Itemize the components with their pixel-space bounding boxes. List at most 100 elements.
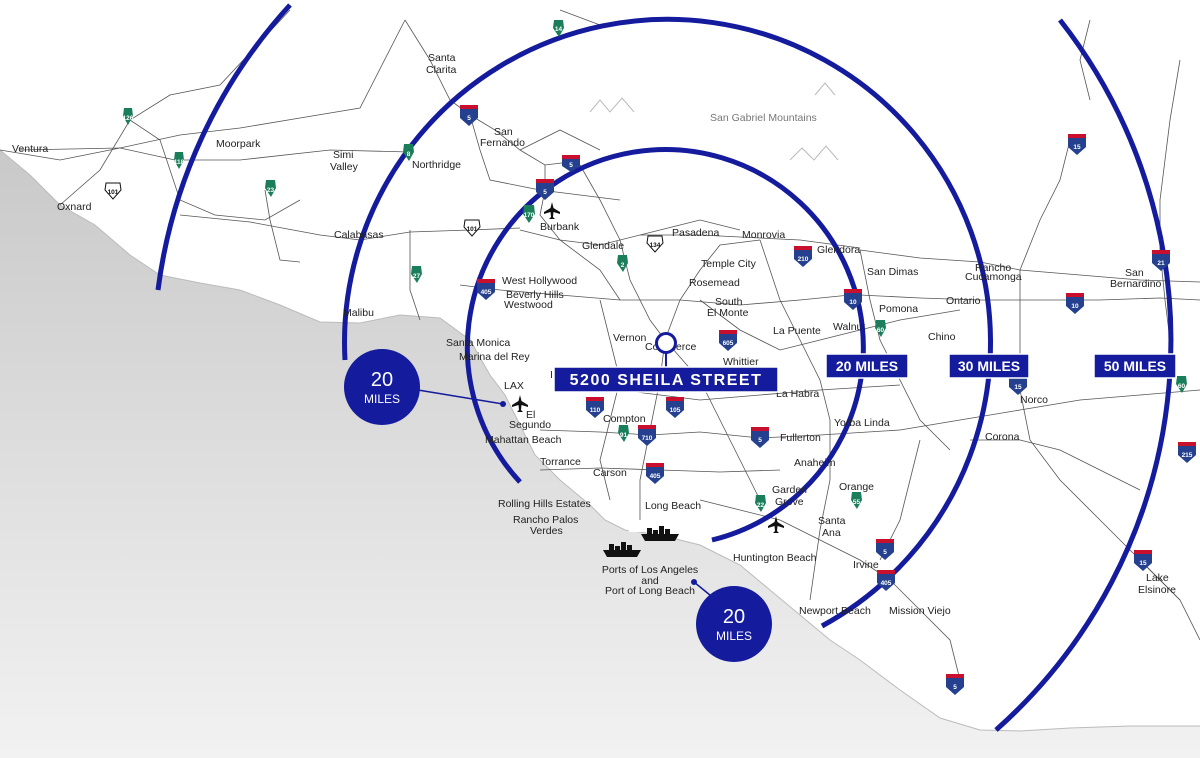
ship-icon [641, 526, 679, 541]
us-101-shield-south: 101 [463, 219, 481, 237]
ring-20-miles [464, 147, 866, 543]
city-label: Compton [603, 413, 646, 425]
svg-text:60: 60 [1178, 383, 1186, 390]
i10-shield-west: 10 [844, 289, 862, 310]
city-label: Segundo [509, 419, 551, 431]
route-118-shield: 118 [174, 152, 185, 169]
city-label: Beverly Hills [506, 289, 564, 301]
svg-text:10: 10 [849, 299, 857, 306]
city-label: Cucamonga [965, 271, 1022, 283]
city-label: Northridge [412, 159, 461, 171]
mountain-range-label: San Gabriel Mountains [710, 112, 817, 124]
svg-text:210: 210 [798, 256, 809, 263]
city-label: Clarita [426, 64, 457, 76]
us-route-shields: 101 101 134 [104, 182, 664, 253]
city-label: Valley [330, 161, 359, 173]
city-label: Malibu [343, 307, 374, 319]
city-label: Verdes [530, 525, 563, 537]
airplane-icon [544, 202, 560, 219]
svg-text:101: 101 [108, 189, 119, 196]
svg-text:14: 14 [555, 26, 563, 33]
svg-text:60: 60 [877, 327, 885, 334]
svg-text:2: 2 [621, 262, 625, 269]
ports-distance-callout: 20 MILES [696, 586, 772, 662]
svg-text:134: 134 [650, 242, 661, 249]
route-14-shield: 14 [553, 20, 564, 37]
svg-text:MILES: MILES [364, 392, 400, 406]
city-label: Mahattan Beach [485, 434, 562, 446]
i405-shield-carson: 405 [646, 463, 664, 484]
svg-text:20 MILES: 20 MILES [836, 358, 898, 374]
city-label: Port of Long Beach [605, 585, 695, 597]
city-label: Huntington Beach [733, 552, 817, 564]
city-label: Grove [775, 496, 804, 508]
svg-text:91: 91 [620, 432, 628, 439]
us-101-shield: 101 [104, 182, 122, 200]
svg-text:22: 22 [757, 502, 765, 509]
i5-shield-north: 5 [460, 105, 478, 126]
city-label: San [494, 126, 513, 138]
airplane-icon [512, 395, 528, 412]
svg-text:405: 405 [650, 473, 661, 480]
city-label: Ports of Los Angeles [602, 564, 698, 576]
route-2-shield: 2 [617, 255, 628, 272]
city-label: Anaheim [794, 457, 836, 469]
svg-text:101: 101 [467, 226, 478, 233]
city-label: Vernon [613, 332, 646, 344]
svg-text:27: 27 [413, 273, 421, 280]
city-label: Calabasas [334, 229, 384, 241]
i21-shield: 21 [1152, 250, 1170, 271]
route-8-shield: 8 [403, 144, 414, 161]
airplane-icon [768, 516, 784, 533]
i15-shield-south: 15 [1134, 550, 1152, 571]
city-label: Westwood [504, 299, 553, 311]
i215-shield: 215 [1178, 442, 1196, 463]
svg-text:5: 5 [543, 189, 547, 196]
svg-text:110: 110 [590, 407, 601, 414]
svg-text:170: 170 [524, 212, 535, 219]
city-label: Orange [839, 481, 874, 493]
port-peninsula [618, 510, 695, 532]
address-label: 5200 SHEILA STREET [553, 366, 779, 393]
route-27-shield: 27 [411, 266, 422, 283]
city-label: Long Beach [645, 500, 701, 512]
city-label: Santa [428, 52, 456, 64]
i405-shield-south: 405 [877, 570, 895, 591]
city-label: Santa [818, 515, 846, 527]
svg-text:15: 15 [1073, 144, 1081, 151]
city-label: La Puente [773, 325, 821, 337]
city-label: Carson [593, 467, 627, 479]
city-label: Chino [928, 331, 956, 343]
route-170-shield: 170 [523, 205, 535, 223]
city-label: Elsinore [1138, 584, 1176, 596]
i5-shield-south: 5 [946, 674, 964, 695]
city-label: El [526, 409, 535, 421]
svg-text:5: 5 [883, 549, 887, 556]
city-label: Ventura [12, 143, 48, 155]
mountain-icons [589, 82, 839, 161]
city-label: Burbank [540, 221, 580, 233]
svg-text:15: 15 [1139, 560, 1147, 567]
i5-shield-top: 5 [562, 155, 580, 172]
lax-distance-callout: 20 MILES [344, 349, 420, 425]
lax-callout-leader [417, 389, 504, 405]
i10-shield-east: 10 [1066, 293, 1084, 314]
svg-text:30 MILES: 30 MILES [958, 358, 1020, 374]
city-label: South [715, 296, 743, 308]
city-label: Marina del Rey [459, 351, 530, 363]
route-60-shield: 60 [875, 320, 886, 337]
city-label: West Hollywood [502, 275, 577, 287]
svg-text:21: 21 [1157, 260, 1165, 267]
lax-callout-dot [500, 401, 506, 407]
city-label: Whittier [723, 356, 759, 368]
svg-text:5: 5 [569, 162, 573, 169]
i5-shield-burbank: 5 [536, 179, 554, 200]
i5-shield-fullerton: 5 [751, 427, 769, 448]
svg-text:15: 15 [1014, 384, 1022, 391]
city-label: Norco [1020, 394, 1048, 406]
city-label: Ontario [946, 295, 981, 307]
svg-text:605: 605 [723, 340, 734, 347]
city-label: El Monte [707, 307, 749, 319]
city-label: Garden [772, 484, 807, 496]
